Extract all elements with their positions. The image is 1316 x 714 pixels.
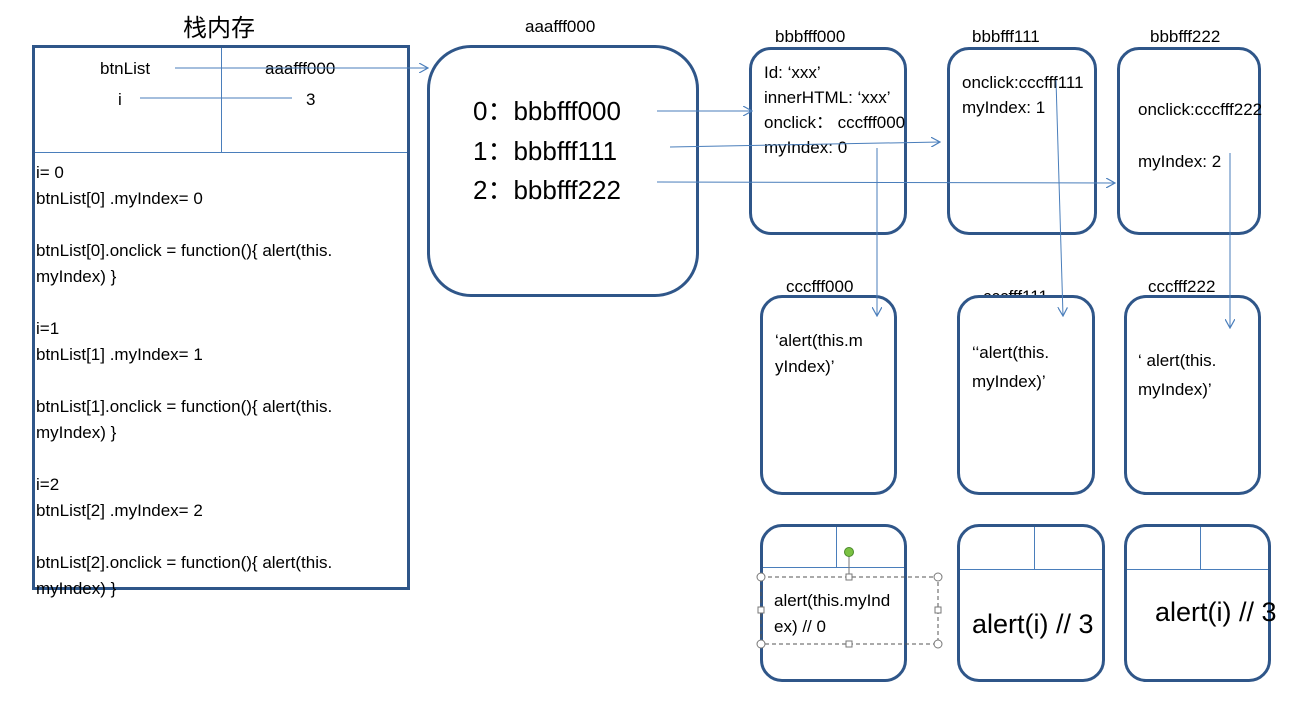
code-line: btnList[0] .myIndex= 0 xyxy=(36,189,203,208)
scope-s0-content[interactable]: alert(this.myInd ex) // 0 xyxy=(774,588,890,640)
function-line: myIndex)’ xyxy=(972,372,1046,391)
scope-s2-text: alert(i) // 3 xyxy=(1155,597,1277,627)
object-line: onclick:cccfff111 xyxy=(962,73,1084,92)
arrow-item1-to-b111 xyxy=(669,142,940,148)
code-line: btnList[2].onclick = function(){ alert(t… xyxy=(36,553,333,572)
resize-handle[interactable] xyxy=(845,573,853,581)
function-c000-box xyxy=(760,295,897,495)
code-line: myIndex) } xyxy=(36,579,117,598)
object-line: onclick： cccfff000 xyxy=(764,113,906,132)
function-c000-address: cccfff000 xyxy=(786,277,854,296)
code-line: btnList[2] .myIndex= 2 xyxy=(36,501,203,520)
scope-divider xyxy=(836,527,837,567)
stack-var-btnList: btnList xyxy=(100,59,151,78)
object-line: myIndex: 0 xyxy=(764,138,848,157)
object-b222-address: bbbfff222 xyxy=(1150,27,1221,46)
resize-handle[interactable] xyxy=(756,572,766,582)
selection-frame[interactable] xyxy=(760,576,939,645)
function-line: ‘alert(this.m xyxy=(775,331,863,350)
array-item-1: 1：bbbfff111 xyxy=(473,136,618,166)
stack-horizontal-divider xyxy=(35,152,407,153)
array-box xyxy=(427,45,699,297)
code-line: myIndex) } xyxy=(36,423,117,442)
scope-divider xyxy=(763,567,904,568)
stack-val-i: 3 xyxy=(306,90,316,109)
scope-s1-text: alert(i) // 3 xyxy=(972,609,1094,639)
array-address: aaafff000 xyxy=(525,17,596,36)
object-b000-content: Id: ‘xxx’ innerHTML: ‘xxx’ onclick： cccf… xyxy=(764,60,905,160)
function-c000-content: ‘alert(this.m yIndex)’ xyxy=(775,328,863,380)
object-b111-address: bbbfff111 xyxy=(972,27,1040,46)
rotate-handle[interactable] xyxy=(844,547,854,557)
code-line: i= 0 xyxy=(36,163,64,182)
function-c222-address: cccfff222 xyxy=(1148,277,1216,296)
scope-divider xyxy=(1200,527,1201,569)
array-item-2: 2：bbbfff222 xyxy=(473,175,621,205)
code-line: btnList[0].onclick = function(){ alert(t… xyxy=(36,241,333,260)
resize-handle[interactable] xyxy=(933,572,943,582)
code-line: myIndex) } xyxy=(36,267,117,286)
function-c111-content: ‘‘alert(this. myIndex)’ xyxy=(972,338,1049,396)
code-line: i=1 xyxy=(36,319,60,338)
scope-divider xyxy=(960,569,1102,570)
stack-vertical-divider xyxy=(221,48,222,152)
object-b111-box xyxy=(947,47,1097,235)
function-c222-content: ‘ alert(this. myIndex)’ xyxy=(1138,346,1216,404)
object-b222-line2: myIndex: 2 xyxy=(1138,152,1222,171)
array-item-0: 0：bbbfff000 xyxy=(473,96,621,126)
resize-handle[interactable] xyxy=(845,640,853,648)
object-b222-box xyxy=(1117,47,1261,235)
stack-memory-box xyxy=(32,45,410,590)
object-line: myIndex: 1 xyxy=(962,98,1046,117)
function-line: ‘ alert(this. xyxy=(1138,351,1217,370)
object-line: Id: ‘xxx’ xyxy=(764,63,821,82)
arrow-b111-to-c111 xyxy=(1055,79,1063,316)
scope-s0-box xyxy=(760,524,907,682)
code-line: btnList[1] .myIndex= 1 xyxy=(36,345,203,364)
resize-handle[interactable] xyxy=(757,606,765,614)
resize-handle[interactable] xyxy=(934,606,942,614)
scope-divider xyxy=(1127,569,1268,570)
object-b111-content: onclick:cccfff111 myIndex: 1 xyxy=(962,70,1084,120)
object-line: innerHTML: ‘xxx’ xyxy=(764,88,891,107)
scope-s1-box xyxy=(957,524,1105,682)
object-b000-box xyxy=(749,47,907,235)
scope-divider xyxy=(1034,527,1035,569)
stack-title: 栈内存 xyxy=(183,15,255,42)
scope-line: ex) // 0 xyxy=(774,617,826,636)
function-line: yIndex)’ xyxy=(775,357,835,376)
arrow-item2-to-b222 xyxy=(656,182,1115,183)
stack-code-block: i= 0 btnList[0] .myIndex= 0 ​ btnList[0]… xyxy=(36,160,332,602)
object-b000-address: bbbfff000 xyxy=(775,27,846,46)
scope-s2-box xyxy=(1124,524,1271,682)
function-c222-box xyxy=(1124,295,1261,495)
function-c111-box xyxy=(957,295,1095,495)
function-line: ‘‘alert(this. xyxy=(972,343,1050,362)
scope-line: alert(this.myInd xyxy=(774,591,891,610)
code-line: i=2 xyxy=(36,475,60,494)
stack-var-i: i xyxy=(118,90,122,109)
resize-handle[interactable] xyxy=(933,639,943,649)
resize-handle[interactable] xyxy=(756,639,766,649)
object-b222-line1: onclick:cccfff222 xyxy=(1138,100,1263,119)
function-line: myIndex)’ xyxy=(1138,380,1212,399)
code-line: btnList[1].onclick = function(){ alert(t… xyxy=(36,397,333,416)
